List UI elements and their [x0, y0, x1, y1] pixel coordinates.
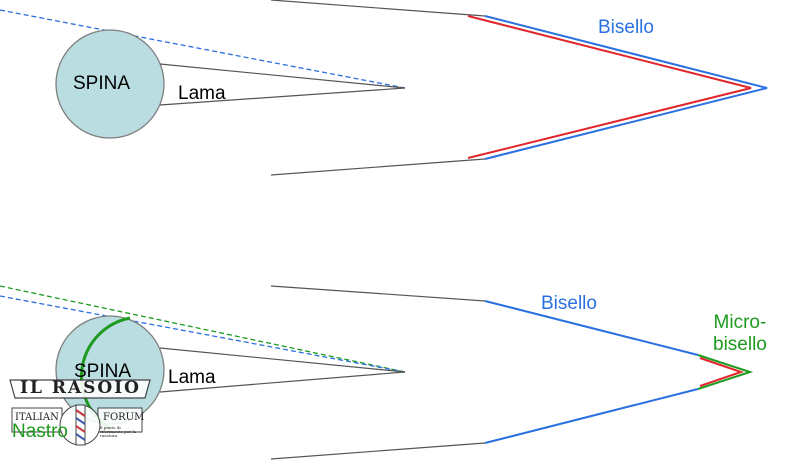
watermark-left-text: ITALIAN — [15, 412, 59, 423]
watermark-banner — [9, 379, 151, 399]
bottom-blade-upper-outer — [270, 285, 486, 302]
top-blade-lower-outer — [270, 158, 486, 176]
bottom-blade-lower-inner — [159, 371, 406, 393]
top-lama-label: Lama — [178, 83, 226, 104]
barber-pole-icon — [75, 404, 86, 446]
top-blade-lower-inner — [159, 87, 406, 106]
microbisello-line1: Micro- — [713, 312, 767, 333]
nastro-label: Nastro — [12, 421, 68, 442]
top-spina-circle — [55, 29, 165, 139]
watermark-tagline: il punto di riferimento per la rasatura — [100, 425, 137, 438]
watermark-logo — [9, 379, 151, 446]
top-blade-upper-outer — [270, 0, 486, 17]
bottom-lama-label: Lama — [168, 367, 216, 388]
bottom-spina-label: SPINA — [74, 361, 132, 382]
top-diagram — [0, 0, 768, 176]
top-bevel-line — [484, 15, 768, 160]
bottom-dashed-green-guide — [0, 285, 406, 373]
watermark-left-panel — [11, 407, 63, 433]
top-blade-upper-inner — [159, 63, 406, 89]
bottom-blade-upper-inner — [159, 347, 406, 373]
bottom-bevel-upper — [484, 300, 699, 356]
top-dashed-guide — [0, 9, 406, 89]
bottom-bisello-label: Bisello — [541, 293, 597, 314]
bottom-dashed-blue-guide — [0, 295, 406, 373]
microbisello-label: Micro- bisello — [713, 312, 767, 356]
watermark-title: IL RASOIO — [20, 378, 141, 398]
microbevel-line — [697, 354, 754, 390]
bottom-blade-lower-outer — [270, 442, 486, 460]
microbisello-line2: bisello — [713, 334, 767, 355]
top-edge-red — [467, 15, 752, 159]
top-spina-label: SPINA — [73, 73, 131, 94]
watermark-right-text: FORUM — [103, 412, 145, 423]
watermark-right-panel — [97, 407, 143, 433]
bottom-edge-red — [699, 357, 745, 387]
top-bisello-label: Bisello — [598, 17, 654, 38]
bottom-bevel-lower — [484, 388, 699, 444]
